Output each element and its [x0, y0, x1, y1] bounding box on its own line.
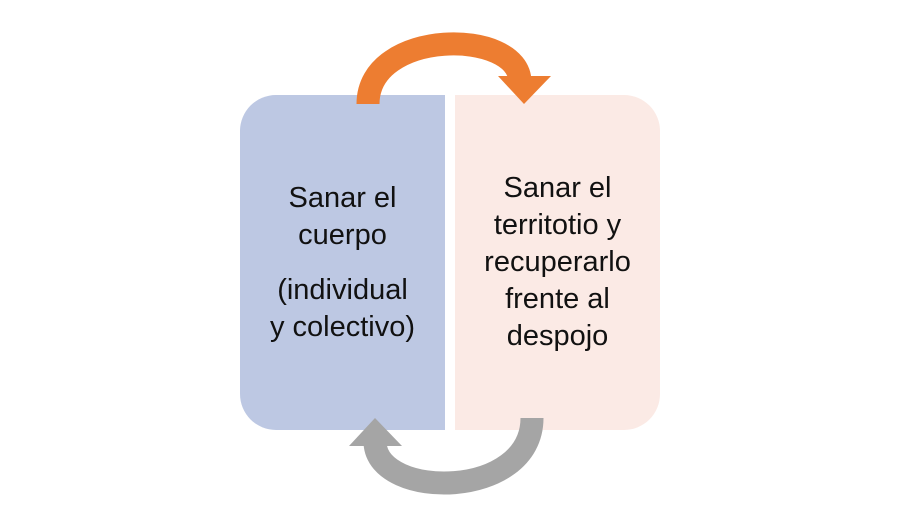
right-box-line-5: despojo — [506, 320, 609, 352]
curved-arrow-left-icon — [349, 417, 544, 495]
right-box-line-4: frente al — [505, 283, 610, 315]
curved-arrow-right-icon — [356, 32, 551, 106]
left-box-cuerpo: Sanar el cuerpo (individual y colectivo) — [240, 95, 445, 430]
left-box-line-1: Sanar el — [288, 181, 397, 214]
left-box-line-3: (individual — [277, 273, 408, 306]
right-box-territorio: Sanar el territotio y recuperarlo frente… — [455, 95, 660, 430]
right-box-line-2: territotio y — [493, 209, 622, 241]
right-box-line-1: Sanar el — [503, 172, 612, 204]
right-box-line-3: recuperarlo — [484, 246, 631, 278]
left-box-line-4: y colectivo) — [269, 310, 416, 343]
left-box-line-2: cuerpo — [298, 218, 387, 251]
